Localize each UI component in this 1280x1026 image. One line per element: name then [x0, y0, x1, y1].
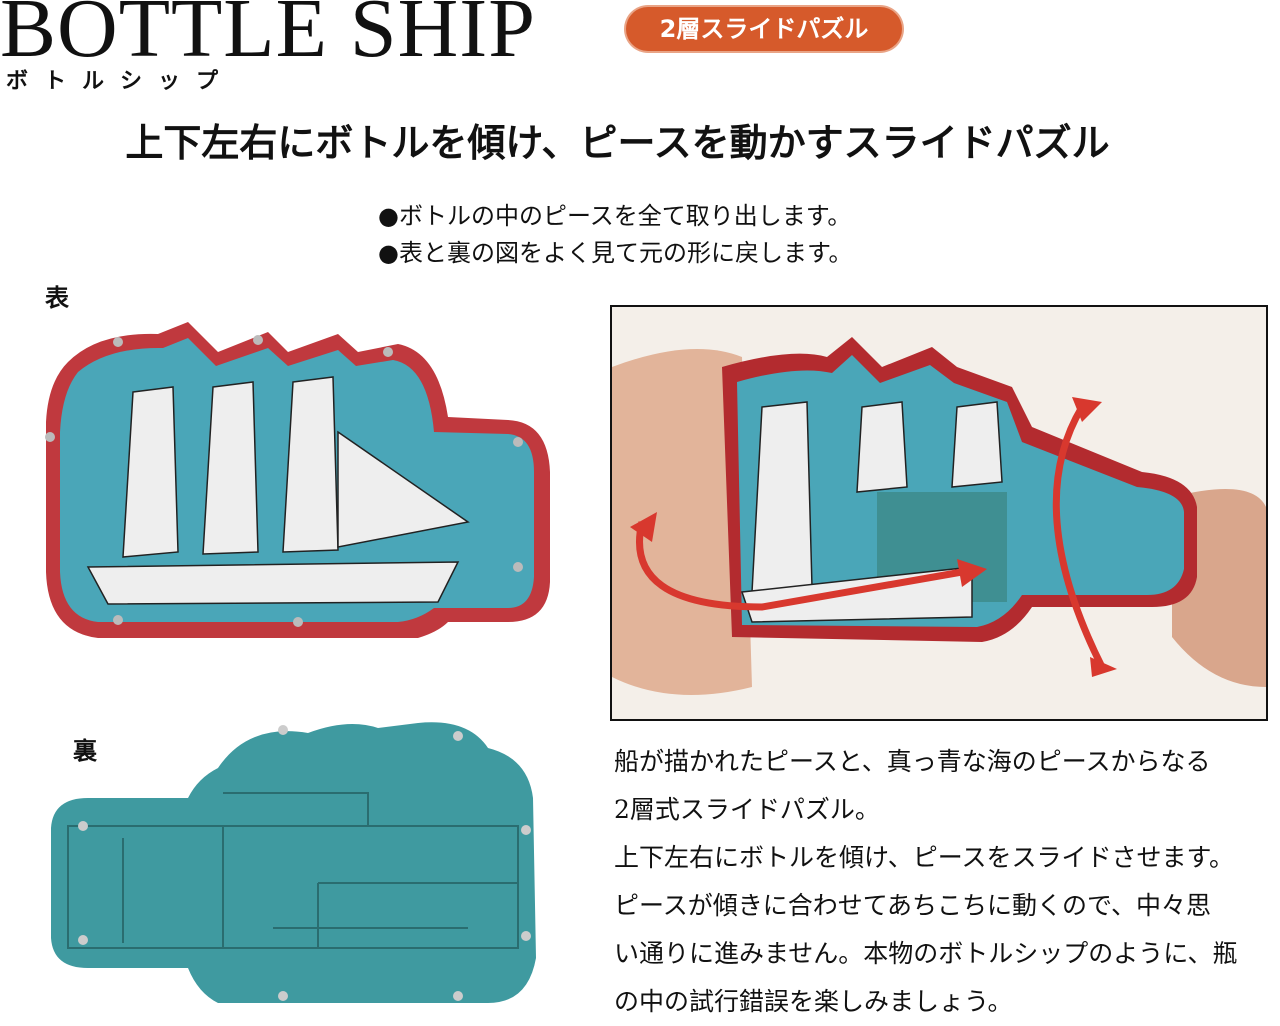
- instruction-list: ●ボトルの中のピースを全て取り出します。 ●表と裏の図をよく見て元の形に戻します…: [378, 198, 853, 272]
- ship-drawing: [86, 376, 470, 605]
- instruction-item: ●表と裏の図をよく見て元の形に戻します。: [378, 239, 853, 267]
- back-bottle-image: [51, 722, 536, 1003]
- headline: 上下左右にボトルを傾け、ピースを動かすスライドパズル: [125, 120, 1110, 165]
- back-side-label: 裏: [73, 737, 97, 765]
- product-title-kana: ボトルシップ: [6, 68, 235, 94]
- arrow-icons: [636, 405, 1106, 669]
- description-line: ピースが傾きに合わせてあちこちに動くので、中々思: [614, 891, 1212, 920]
- piece-outlines: [67, 792, 519, 949]
- front-bottle-image: [45, 322, 550, 638]
- product-description: 船が描かれたピースと、真っ青な海のピースからなる 2層式スライドパズル。 上下左…: [614, 738, 1238, 1026]
- instruction-item: ●ボトルの中のピースを全て取り出します。: [378, 202, 852, 230]
- description-line: 船が描かれたピースと、真っ青な海のピースからなる: [614, 747, 1211, 776]
- usage-photo: [610, 305, 1268, 721]
- screw-icons: [78, 725, 531, 1001]
- description-line: い通りに進みません。本物のボトルシップのように、瓶: [614, 939, 1238, 968]
- description-line: 2層式スライドパズル。: [614, 795, 880, 824]
- description-line: 上下左右にボトルを傾け、ピースをスライドさせます。: [614, 843, 1235, 872]
- front-side-label: 表: [45, 284, 69, 312]
- screw-icons: [45, 335, 523, 627]
- category-badge: 2層スライドパズル: [626, 7, 902, 51]
- product-title: BOTTLE SHIP: [0, 0, 536, 75]
- description-line: の中の試行錯誤を楽しみましょう。: [614, 987, 1013, 1016]
- bottle-back: [51, 722, 536, 1003]
- hand-left: [612, 349, 752, 695]
